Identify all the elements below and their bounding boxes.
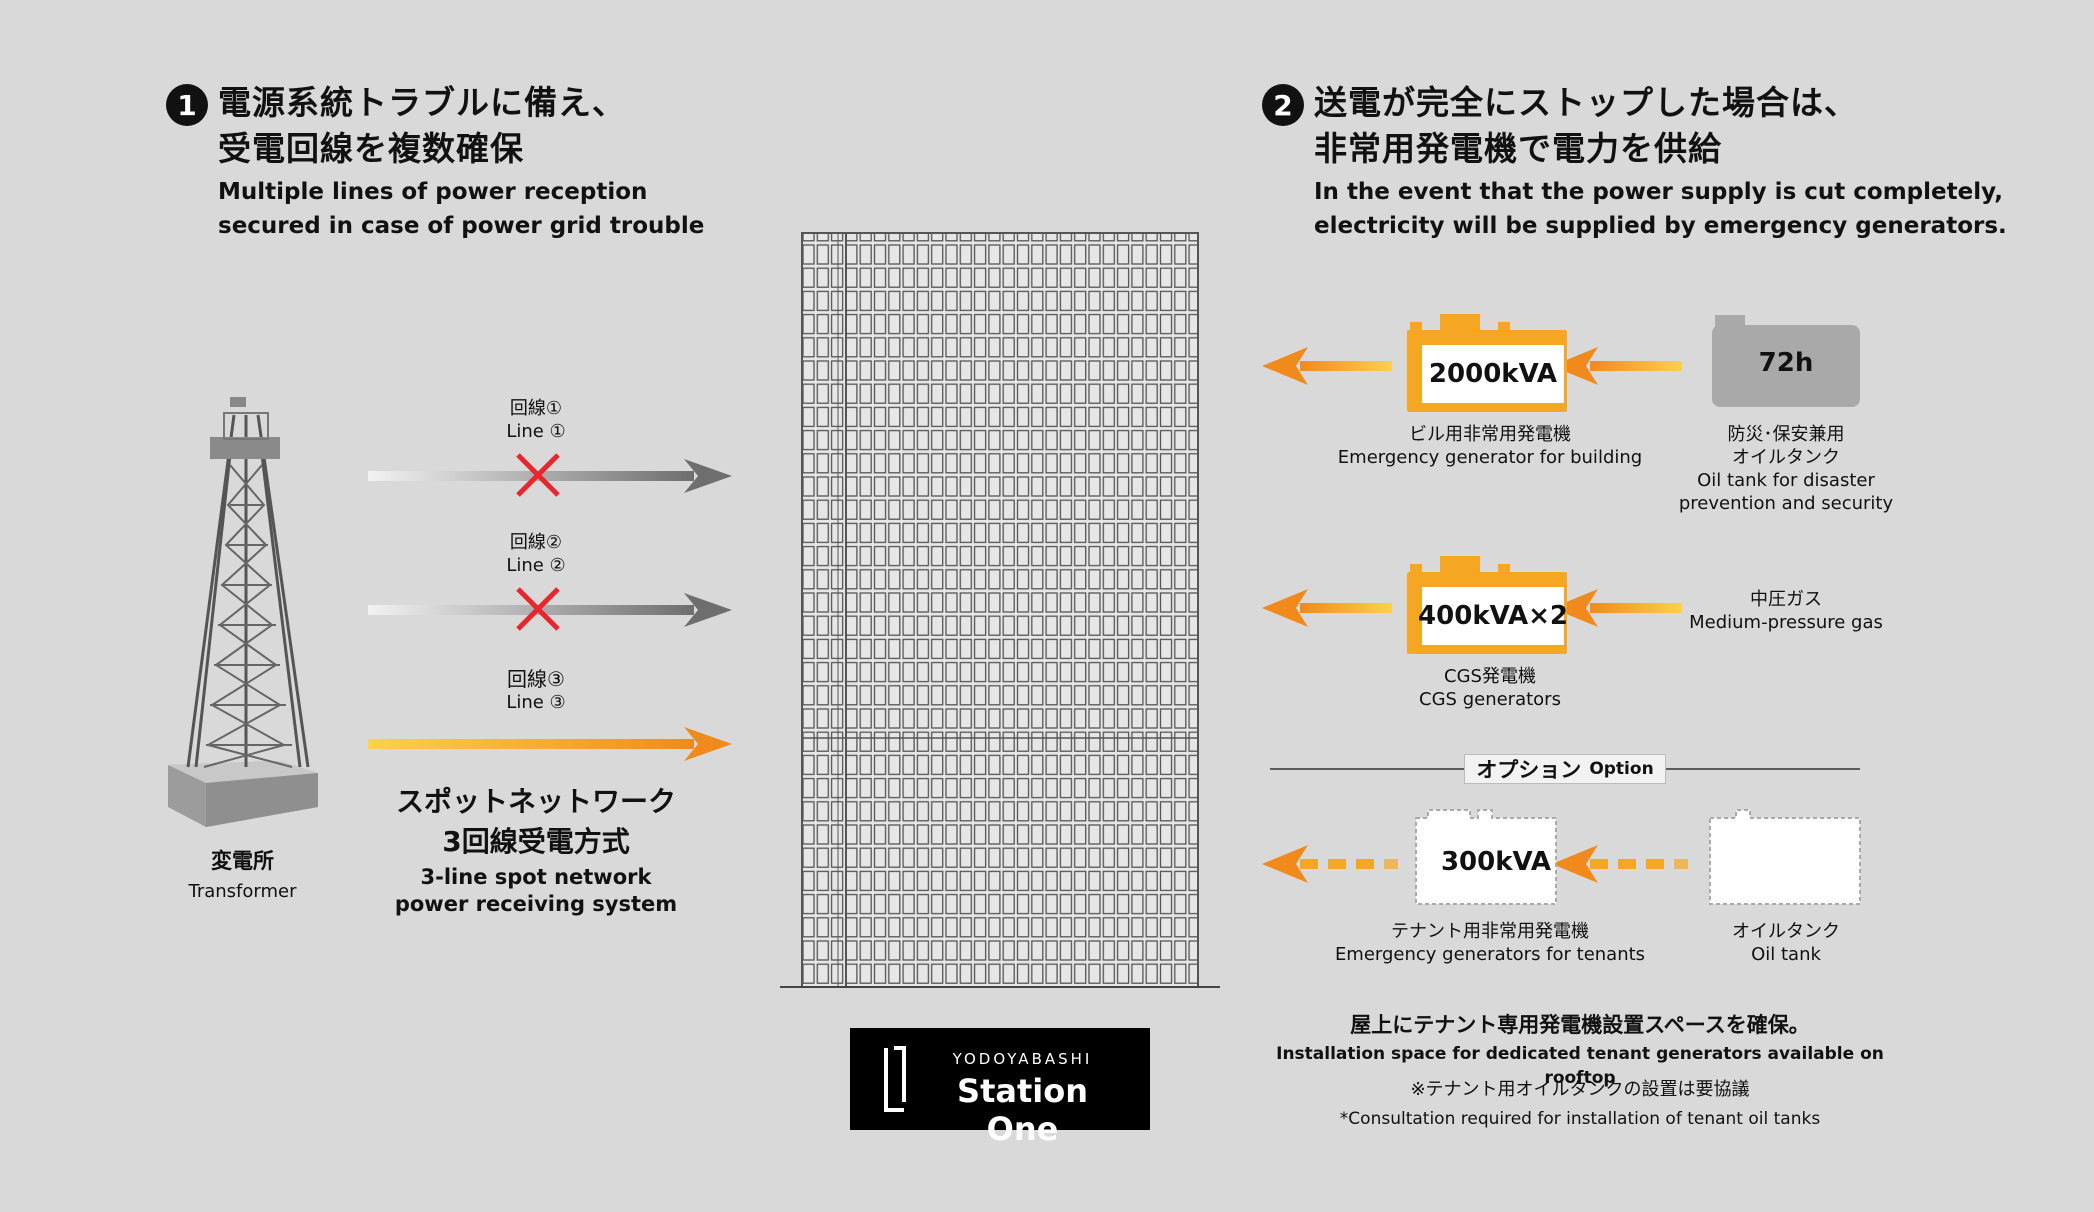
power-lines-diagram [368, 453, 732, 761]
line1-label: 回線① Line ① [506, 398, 566, 442]
transformer-label-ja: 変電所 [211, 849, 274, 873]
transformer-label-en: Transformer [188, 881, 297, 902]
arrow-tank-to-generator [1552, 347, 1682, 385]
logo-mark-icon [884, 1046, 906, 1112]
tenant-generator-label: テナント用非常用発電機 Emergency generators for ten… [1334, 921, 1646, 965]
section1-title-en: Multiple lines of power reception secure… [218, 179, 705, 239]
spot-network-title: スポットネットワーク 3回線受電方式 [395, 785, 676, 858]
rooftop-note-en: Installation space for dedicated tenant … [1276, 1044, 1884, 1088]
spot-network-en: 3-line spot network power receiving syst… [394, 865, 678, 916]
section1-title-ja: 電源系統トラブルに備え、 受電回線を複数確保 [218, 83, 626, 168]
logo-top-text: YODOYABASHI [952, 1050, 1093, 1068]
consult-note-en: *Consultation required for installation … [1339, 1109, 1821, 1129]
arrow-building-to-tower [1262, 347, 1392, 385]
section2-title-en: In the event that the power supply is cu… [1314, 179, 2007, 239]
gas-label: 中圧ガス Medium-pressure gas [1689, 589, 1883, 633]
line3-arrow [368, 727, 732, 761]
option-heading: オプション Option [1464, 754, 1666, 784]
oil-tank-label: 防災･保安兼用 オイルタンク Oil tank for disaster pre… [1678, 424, 1894, 514]
logo-main-text: Station One [957, 1072, 1088, 1148]
arrow-tenant-tank-dashed [1552, 845, 1688, 883]
line1-arrow [368, 459, 732, 493]
building-generator-box: 2000kVA [1422, 345, 1564, 403]
tenant-generator-box: 300kVA [1440, 847, 1552, 877]
cgs-generator-label: CGS発電機 CGS generators [1419, 666, 1561, 710]
line1-cross-icon [516, 453, 560, 497]
consult-note-ja: ※テナント用オイルタンクの設置は要協議 [1410, 1079, 1750, 1100]
section2-title-ja: 送電が完全にストップした場合は、 非常用発電機で電力を供給 [1314, 83, 1858, 168]
line2-cross-icon [516, 587, 560, 631]
section2-number-badge: 2 [1262, 84, 1304, 126]
line3-label: 回線③ Line ③ [506, 667, 566, 714]
cgs-generator-box: 400kVA×2 [1418, 587, 1568, 645]
transmission-tower-icon [168, 397, 318, 827]
building-generator-label: ビル用非常用発電機 Emergency generator for buildi… [1337, 424, 1643, 468]
building-icon [780, 232, 1220, 988]
oil-tank-hours: 72h [1758, 348, 1814, 378]
section1-number-badge: 1 [166, 84, 208, 126]
line2-label: 回線② Line ② [506, 532, 566, 576]
rooftop-note-ja: 屋上にテナント専用発電機設置スペースを確保。 [1350, 1013, 1810, 1037]
arrow-gas-to-cgs [1552, 589, 1682, 627]
arrow-tenant-gen-dashed [1262, 845, 1398, 883]
line2-arrow [368, 593, 732, 627]
tenant-tank-label: オイルタンク Oil tank [1732, 921, 1840, 965]
arrow-cgs-to-tower [1262, 589, 1392, 627]
station-one-logo: YODOYABASHI Station One [850, 1028, 1150, 1148]
